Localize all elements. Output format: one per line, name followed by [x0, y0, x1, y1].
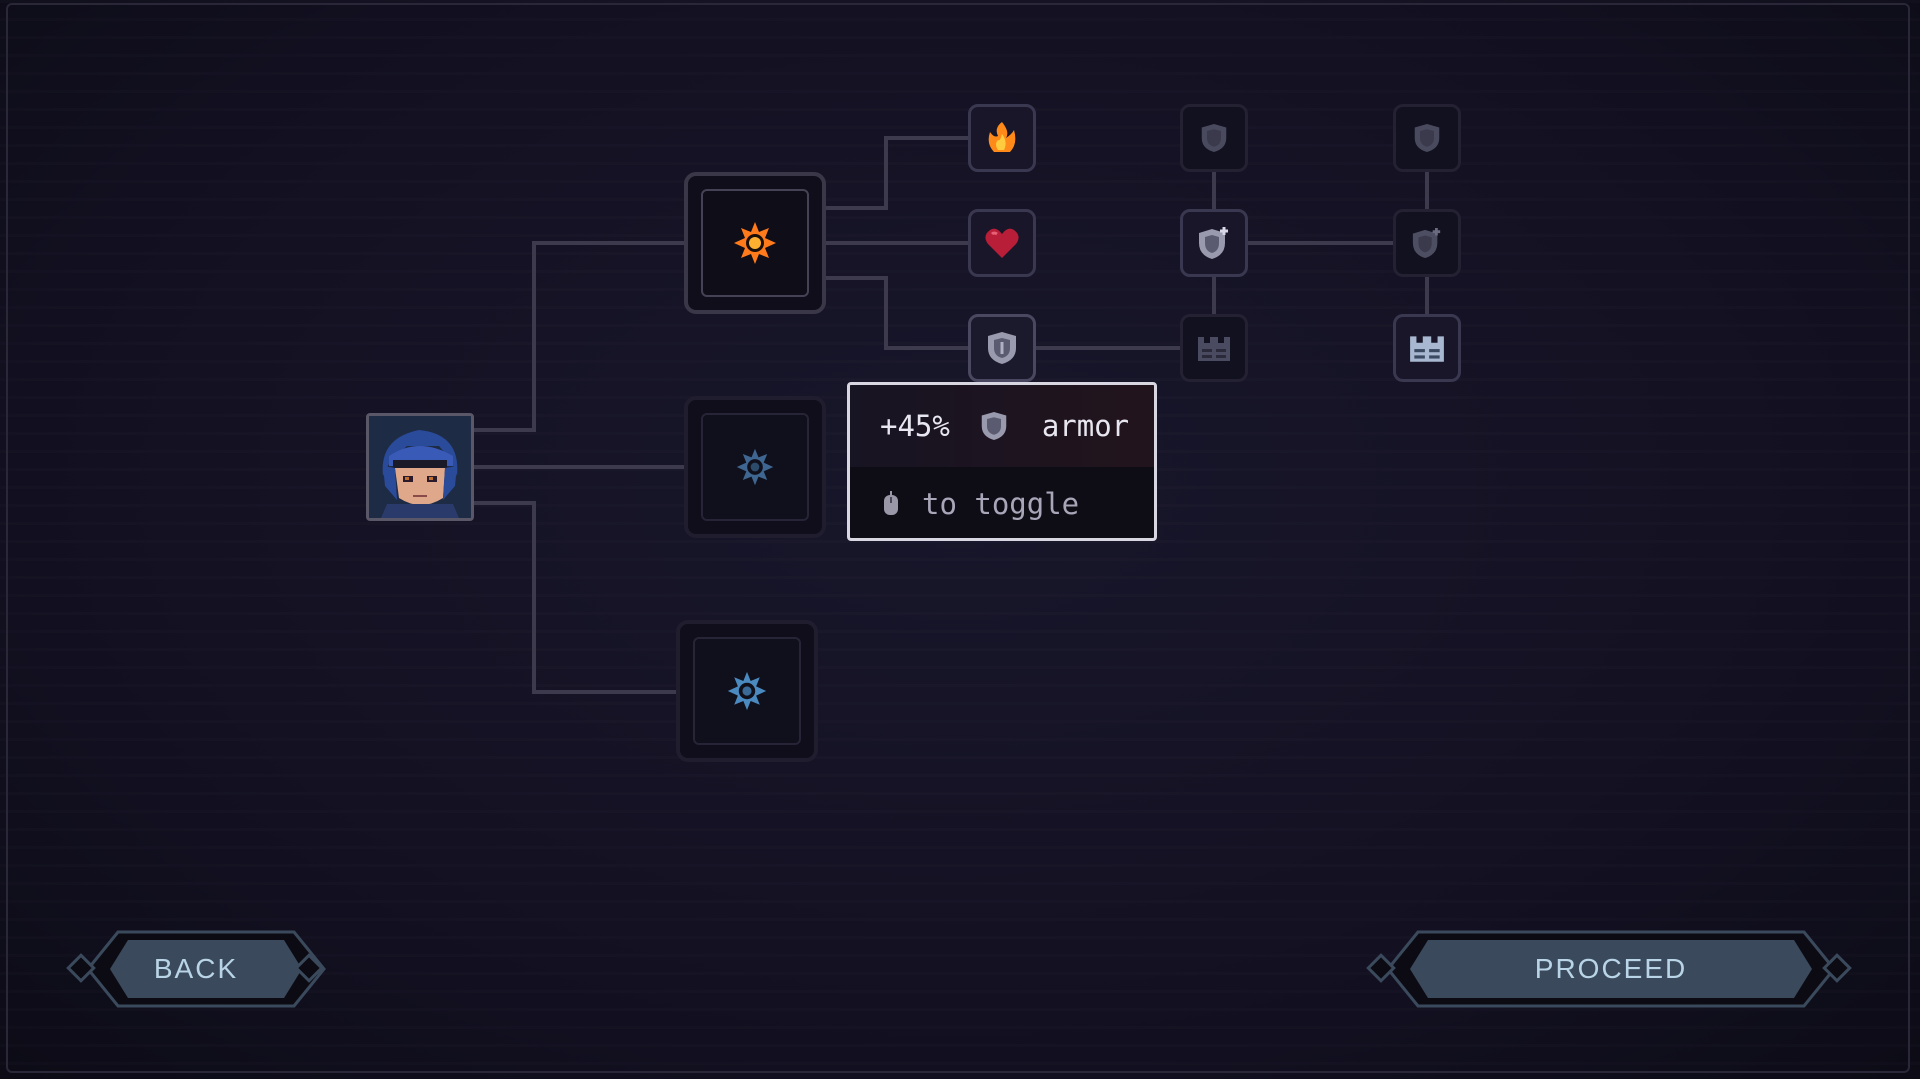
- proceed-button-frame: [1366, 930, 1852, 1008]
- skill-node-fire[interactable]: [968, 104, 1036, 172]
- shield-plus-icon: [1199, 227, 1228, 259]
- tooltip-stat-label: armor: [1041, 409, 1130, 443]
- branch-node-bottom[interactable]: [676, 620, 818, 762]
- tooltip-hint-text: to toggle: [922, 487, 1080, 521]
- castle-wall-icon: [1198, 337, 1230, 361]
- skill-node-shield-top-2[interactable]: [1393, 104, 1461, 172]
- tooltip-hint-row: to toggle: [850, 467, 1154, 538]
- skill-node-wall-1[interactable]: [1180, 314, 1248, 382]
- shield-icon: [1201, 124, 1227, 152]
- link-portrait-bottom: [474, 501, 676, 694]
- hero-portrait-icon: [369, 416, 471, 518]
- skill-node-shield-plus-2[interactable]: [1393, 209, 1461, 277]
- proceed-button[interactable]: PROCEED: [1366, 928, 1856, 1010]
- sun-burst-icon: [734, 222, 776, 264]
- back-button-frame: [66, 930, 326, 1008]
- skill-node-shield[interactable]: [968, 314, 1036, 382]
- shield-plus-icon: [1412, 227, 1441, 259]
- mouse-icon: [884, 491, 898, 515]
- skill-node-shield-top-1[interactable]: [1180, 104, 1248, 172]
- back-button-label: BACK: [153, 953, 239, 984]
- tooltip-stat-value: +45%: [880, 409, 950, 443]
- hero-portrait[interactable]: [366, 413, 474, 521]
- shield-icon: [988, 332, 1016, 364]
- link-branch-shield: [826, 276, 968, 350]
- branch-node-top-inner: [701, 189, 809, 297]
- screen-frame: [6, 3, 1910, 1073]
- heart-icon: [985, 228, 1019, 258]
- flame-icon: [988, 122, 1016, 152]
- skill-node-shield-plus-1[interactable]: [1180, 209, 1248, 277]
- shield-icon: [1414, 124, 1440, 152]
- branch-node-bottom-inner: [693, 637, 801, 745]
- back-button[interactable]: BACK: [66, 928, 326, 1010]
- tooltip-stat-row: +45% armor: [850, 385, 1154, 467]
- branch-node-middle[interactable]: [684, 396, 826, 538]
- castle-wall-icon: [1410, 336, 1444, 362]
- sun-burst-icon: [727, 671, 767, 711]
- shield-icon: [981, 412, 1007, 440]
- branch-node-top[interactable]: [684, 172, 826, 314]
- skill-node-wall-2[interactable]: [1393, 314, 1461, 382]
- skill-tooltip: +45% armor to toggle: [847, 382, 1157, 541]
- link-portrait-top: [474, 241, 684, 432]
- link-branch-fire: [826, 136, 968, 210]
- skill-node-heart[interactable]: [968, 209, 1036, 277]
- sun-burst-icon: [736, 448, 774, 486]
- proceed-button-label: PROCEED: [1534, 953, 1688, 984]
- branch-node-middle-inner: [701, 413, 809, 521]
